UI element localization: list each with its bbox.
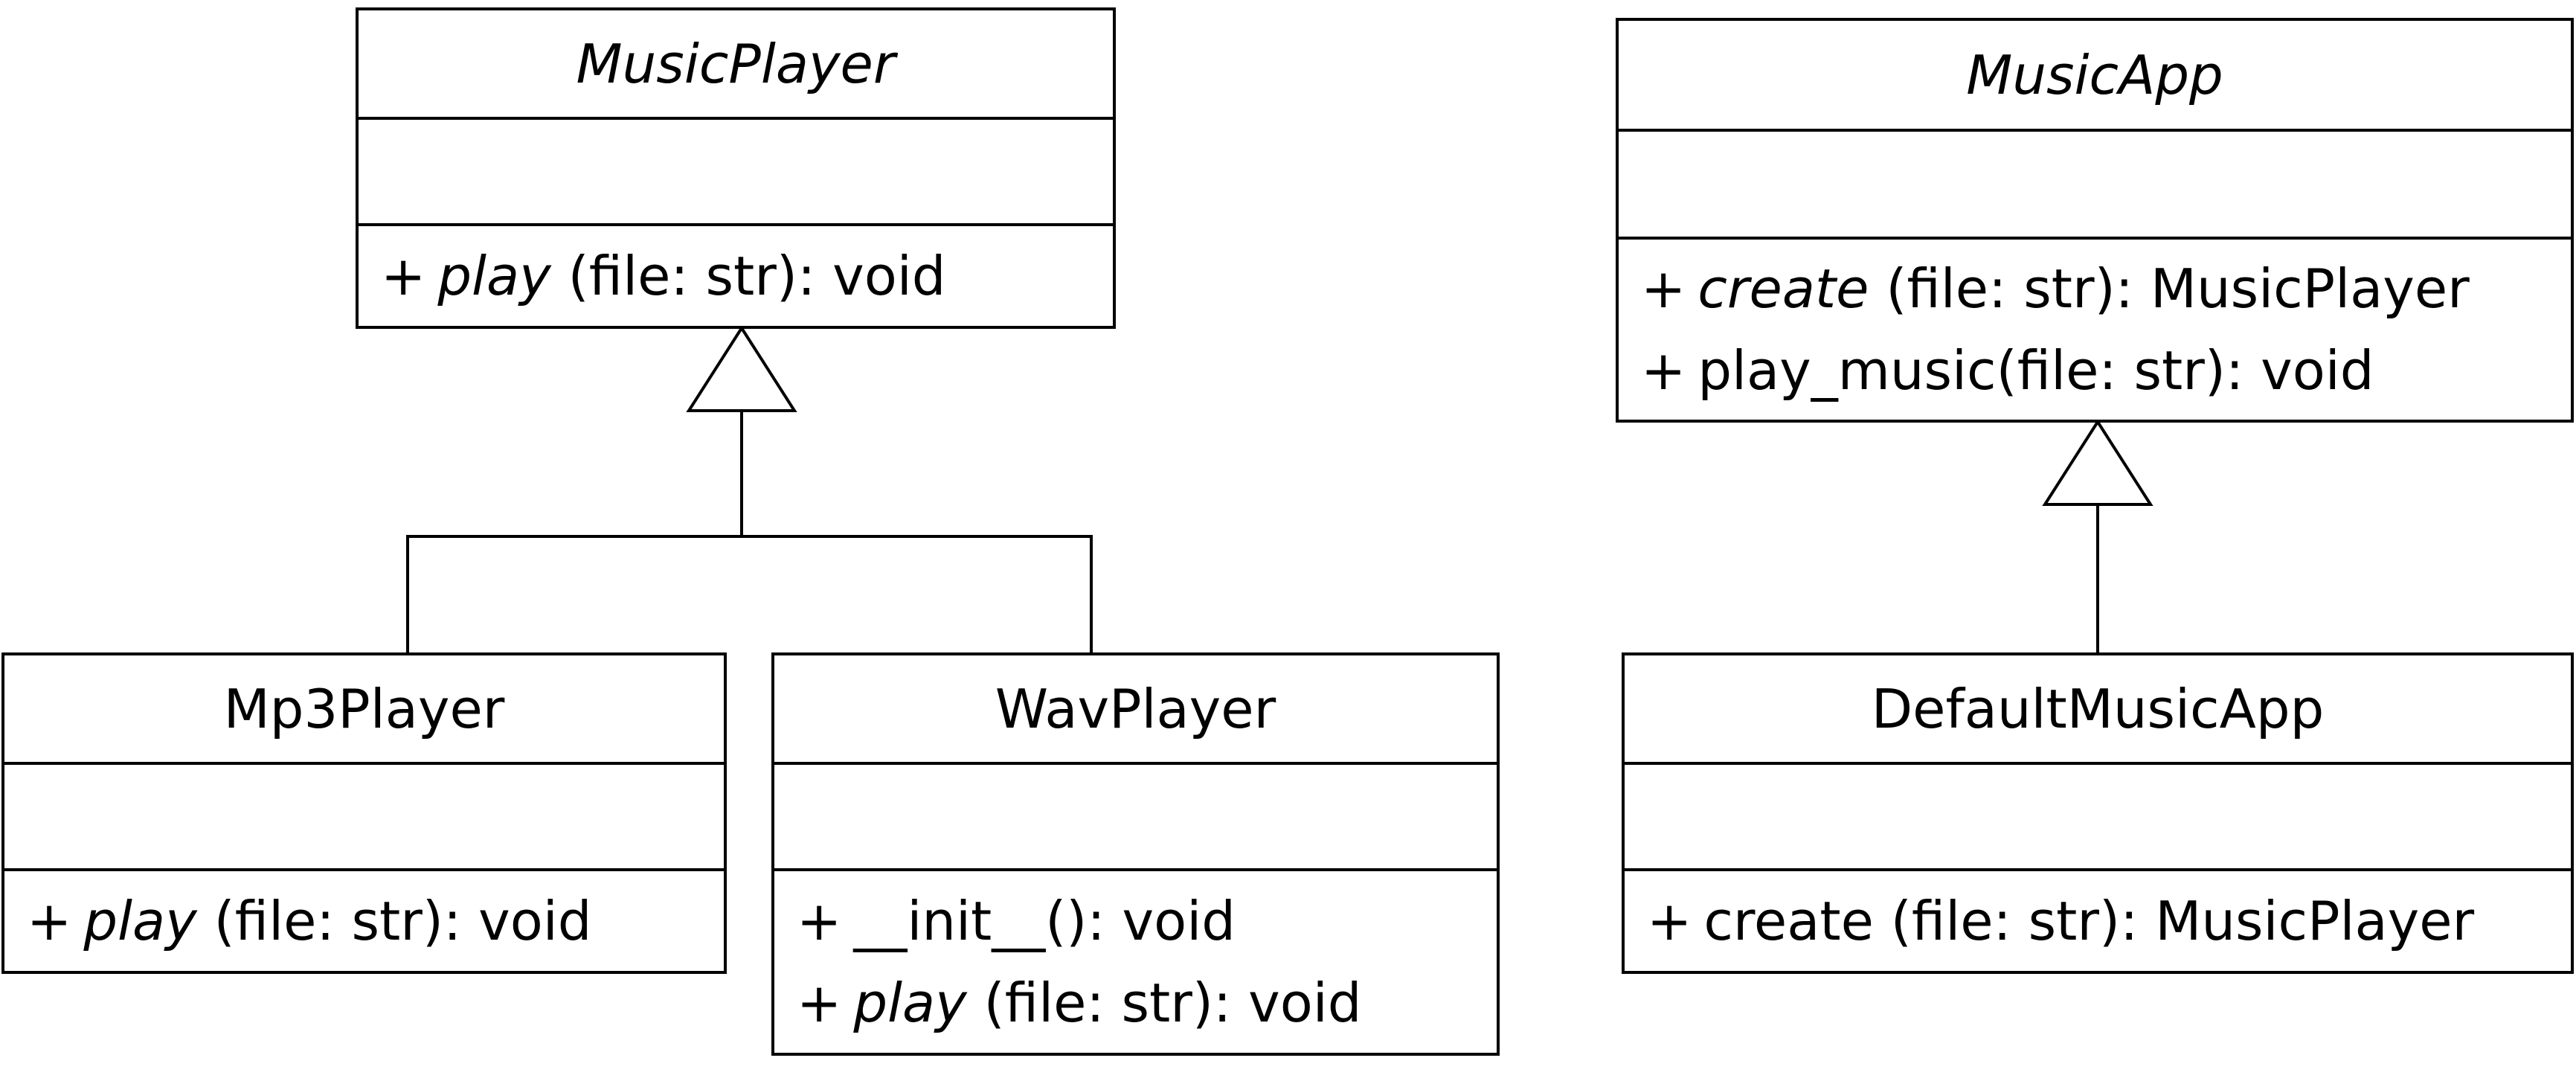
musicapp-generalization-arrowhead bbox=[2042, 419, 2153, 506]
operation-signature: (file: str): MusicPlayer bbox=[1873, 890, 2475, 952]
class-musicplayer-operations: +play (file: str): void bbox=[359, 223, 1113, 326]
class-musicplayer-attributes bbox=[359, 117, 1113, 223]
operation-name: play bbox=[437, 245, 551, 307]
musicplayer-generalization-arrowhead bbox=[686, 325, 797, 412]
operation-signature: (file: str): void bbox=[550, 245, 946, 307]
class-defaultmusicapp-attributes bbox=[1625, 762, 2571, 868]
operation: +play_music(file: str): void bbox=[1641, 339, 2374, 402]
class-mp3player: Mp3Player +play (file: str): void bbox=[1, 652, 727, 974]
class-musicplayer: MusicPlayer +play (file: str): void bbox=[356, 7, 1116, 329]
class-musicapp-operations: +create (file: str): MusicPlayer +play_m… bbox=[1619, 237, 2571, 420]
class-defaultmusicapp: DefaultMusicApp +create (file: str): Mus… bbox=[1622, 652, 2574, 974]
class-mp3player-operations: +play (file: str): void bbox=[4, 868, 724, 971]
operation-name: play bbox=[83, 890, 197, 952]
operation: +create (file: str): MusicPlayer bbox=[1641, 257, 2470, 320]
operation-signature: (file: str): MusicPlayer bbox=[1869, 257, 2470, 320]
class-wavplayer-attributes bbox=[774, 762, 1497, 868]
class-musicapp: MusicApp +create (file: str): MusicPlaye… bbox=[1616, 18, 2574, 423]
class-wavplayer-name-compartment: WavPlayer bbox=[774, 655, 1497, 762]
class-mp3player-name-compartment: Mp3Player bbox=[4, 655, 724, 762]
operation-name: create bbox=[1703, 890, 1874, 952]
class-musicplayer-name-compartment: MusicPlayer bbox=[359, 10, 1113, 117]
class-mp3player-attributes bbox=[4, 762, 724, 868]
operation-name: play_music bbox=[1697, 339, 1997, 402]
mp3player-generalization-line bbox=[406, 535, 742, 652]
wavplayer-generalization-line bbox=[742, 535, 1093, 652]
operation-signature: (file: str): void bbox=[196, 890, 592, 952]
class-wavplayer-operations: +__init__(): void +play (file: str): voi… bbox=[774, 868, 1497, 1053]
operation: +play (file: str): void bbox=[381, 245, 946, 307]
class-mp3player-name: Mp3Player bbox=[223, 677, 505, 740]
operation: +create (file: str): MusicPlayer bbox=[1647, 890, 2475, 952]
operation-name: __init__ bbox=[853, 890, 1046, 952]
operation: +play (file: str): void bbox=[27, 890, 592, 952]
class-musicapp-attributes bbox=[1619, 129, 2571, 237]
class-musicapp-name-compartment: MusicApp bbox=[1619, 21, 2571, 129]
operation: +play (file: str): void bbox=[797, 972, 1362, 1034]
class-defaultmusicapp-operations: +create (file: str): MusicPlayer bbox=[1625, 868, 2571, 971]
class-defaultmusicapp-name-compartment: DefaultMusicApp bbox=[1625, 655, 2571, 762]
operation-signature: (): void bbox=[1045, 890, 1236, 952]
class-wavplayer-name: WavPlayer bbox=[995, 677, 1276, 740]
operation-signature: (file: str): void bbox=[966, 972, 1362, 1034]
operation-signature: (file: str): void bbox=[1996, 339, 2374, 402]
class-musicapp-name: MusicApp bbox=[1966, 43, 2223, 106]
operation-name: create bbox=[1697, 257, 1869, 320]
operation: +__init__(): void bbox=[797, 890, 1236, 952]
class-wavplayer: WavPlayer +__init__(): void +play (file:… bbox=[771, 652, 1500, 1056]
class-defaultmusicapp-name: DefaultMusicApp bbox=[1871, 677, 2325, 740]
operation-name: play bbox=[853, 972, 967, 1034]
class-musicplayer-name: MusicPlayer bbox=[576, 32, 896, 95]
